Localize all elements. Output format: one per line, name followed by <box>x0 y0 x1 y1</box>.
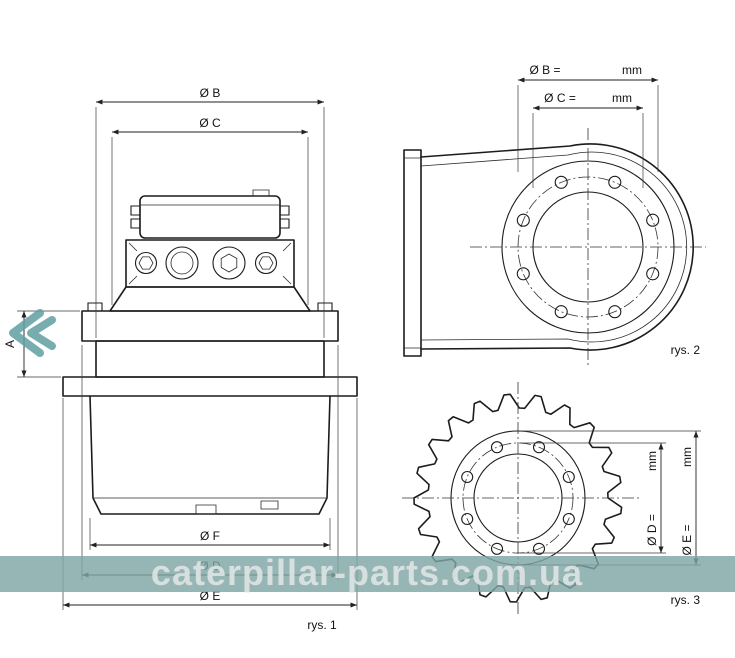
fig1-plug-left-hex <box>138 256 154 270</box>
fig1-skirt <box>109 286 311 312</box>
bolt-hole <box>490 441 504 454</box>
fig1-port-b <box>212 246 246 280</box>
watermark: caterpillar-parts.com.ua <box>0 309 735 593</box>
fig1-cap-lugs <box>130 205 290 229</box>
watermark-band <box>0 556 735 592</box>
bolt-hole <box>532 441 546 454</box>
fig1-label-diaC: Ø C <box>199 116 221 130</box>
fig2-unit-diaC: mm <box>612 91 632 105</box>
fig2-centerlines <box>470 128 706 366</box>
bolt-hole <box>516 213 530 227</box>
fig1-plug-right <box>254 251 278 275</box>
bolt-hole <box>490 542 504 555</box>
fig3-bolt-holes <box>461 441 575 555</box>
fig1-plug-left <box>134 251 158 275</box>
fig3-extension-lines <box>520 430 701 566</box>
bolt-hole <box>516 267 530 281</box>
fig2-label-diaB: Ø B = <box>529 63 560 77</box>
fig1-motor-cap <box>139 195 281 239</box>
bolt-hole <box>554 175 568 189</box>
fig1-drum-details <box>93 497 327 515</box>
fig1-extension-lines <box>17 107 358 610</box>
fig1-flange-plate <box>81 310 339 342</box>
fig1-block-corner-ticks <box>128 242 292 285</box>
fig1-wide-flange <box>62 376 358 397</box>
bolt-hole <box>461 512 474 526</box>
fig2-mounting-face-circle <box>501 160 675 334</box>
bolt-hole <box>646 213 660 227</box>
fig1-caption: rys. 1 <box>307 618 337 632</box>
bolt-hole <box>562 470 575 484</box>
fig3-unit-diaE: mm <box>680 447 694 467</box>
fig1-valve-block <box>125 239 295 288</box>
fig2-caption: rys. 2 <box>671 343 701 357</box>
fig1-plug-right-hex <box>258 256 274 270</box>
bolt-hole <box>532 542 546 555</box>
bolt-hole <box>646 267 660 281</box>
fig1-label-diaE: Ø E <box>200 589 221 603</box>
fig1-port-b-hex <box>220 253 238 273</box>
fig3-label-diaE: Ø E = <box>680 524 694 555</box>
fig1-final-drive-front-view: Ø B Ø C A Ø F Ø D Ø E rys. 1 <box>3 86 358 632</box>
fig1-drum <box>89 395 331 515</box>
fig1-port-a <box>165 246 199 280</box>
fig3-sprocket-view: mm Ø D = mm Ø E = rys. 3 <box>402 382 701 614</box>
fig1-label-diaF: Ø F <box>200 529 220 543</box>
fig2-flange-details <box>404 157 421 349</box>
fig2-label-diaC: Ø C = <box>544 91 576 105</box>
bolt-hole <box>608 305 622 319</box>
fig3-centerlines <box>402 382 640 614</box>
fig2-bolt-holes <box>516 175 660 319</box>
watermark-text: caterpillar-parts.com.ua <box>151 552 583 593</box>
fig3-unit-diaD: mm <box>645 451 659 471</box>
fig1-label-diaB: Ø B <box>200 86 221 100</box>
fig1-port-a-inner <box>170 251 194 275</box>
fig3-caption: rys. 3 <box>671 593 701 607</box>
fig2-flange-bar <box>403 149 422 357</box>
fig2-housing-side-view: Ø B = mm Ø C = mm rys. 2 <box>403 63 706 366</box>
fig2-extension-lines <box>517 85 659 188</box>
fig1-cap-details <box>140 189 280 206</box>
fig1-flange-tabs <box>87 302 333 312</box>
bolt-hole <box>554 305 568 319</box>
bolt-hole <box>461 470 474 484</box>
fig2-unit-diaB: mm <box>622 63 642 77</box>
fig1-label-A: A <box>3 340 17 348</box>
fig1-mid-ring <box>95 340 325 378</box>
fig3-label-diaD: Ø D = <box>645 514 659 546</box>
bolt-hole <box>608 175 622 189</box>
chevron-left-icon <box>9 309 56 357</box>
bolt-hole <box>562 512 575 526</box>
